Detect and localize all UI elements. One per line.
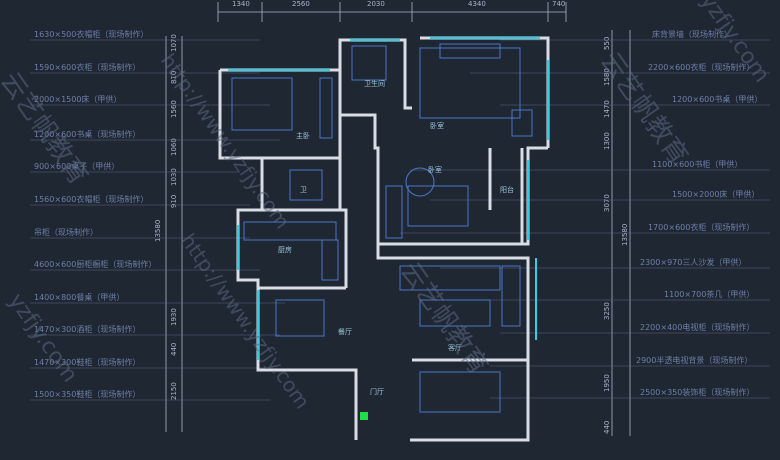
left-label-3: 2000×1500床（甲供） (34, 94, 121, 104)
windows (228, 37, 549, 360)
room-label-master-bedroom: 主卧 (296, 131, 310, 140)
room-label-bedroom-north: 卧室 (430, 121, 444, 130)
furniture (231, 43, 533, 413)
room-label-foyer: 门厅 (370, 387, 384, 396)
right-dimension-3: 1470 (603, 100, 611, 118)
right-label-11: 2500×350装饰柜（现场制作） (640, 387, 754, 397)
top-dimension-5: 740 (552, 0, 565, 8)
right-dimension-2: 1580 (603, 68, 611, 86)
top-dimension-2: 2560 (292, 0, 310, 8)
right-label-1: 床背景墙（现场制作） (652, 29, 732, 39)
top-dimension-1: 1340 (232, 0, 250, 8)
right-label-9: 2200×400电视柜（现场制作） (640, 322, 754, 332)
left-dimension-9: 2150 (170, 382, 178, 400)
room-label-balcony: 阳台 (500, 185, 514, 194)
left-label-4: 1200×600书桌（现场制作） (34, 129, 140, 139)
right-label-8: 1100×700茶几（甲供） (664, 289, 754, 299)
left-dimension-2: 810 (170, 71, 178, 84)
right-dimension-6: 3250 (603, 302, 611, 320)
left-dimension-8: 440 (170, 343, 178, 356)
watermark-domain-1: yzfjy.com (3, 289, 82, 387)
left-dimension-6: 910 (170, 195, 178, 208)
left-dimension-3: 1560 (170, 100, 178, 118)
watermark-domain-2: yzfjy.com (695, 0, 774, 87)
left-label-1: 1630×500衣帽柜（现场制作） (34, 29, 148, 39)
watermark-brand-3: 云艺帆教育 (394, 257, 493, 381)
room-label-living: 客厅 (448, 343, 462, 352)
top-dimension-3: 2030 (367, 0, 385, 8)
left-label-9: 1400×800餐桌（甲供） (34, 292, 124, 302)
left-label-5: 900×600桌子（甲供） (34, 161, 119, 171)
left-label-12: 1500×350鞋柜（现场制作） (34, 389, 140, 399)
right-label-2: 2200×600衣柜（现场制作） (648, 62, 754, 72)
right-dimension-total: 13580 (621, 224, 629, 246)
right-label-5: 1500×2000床（甲供） (672, 189, 759, 199)
right-label-4: 1100×600书柜（甲供） (652, 159, 742, 169)
right-label-3: 1200×600书桌（甲供） (672, 94, 762, 104)
left-label-11: 1470×300鞋柜（现场制作） (34, 357, 140, 367)
floor-plan-walls (218, 36, 550, 442)
left-dimension-7: 1930 (170, 308, 178, 326)
left-leader-lines (30, 39, 285, 401)
right-dimension-8: 440 (603, 421, 611, 434)
right-dimension-1: 550 (603, 37, 611, 50)
room-label-toilet: 卫 (300, 186, 307, 194)
room-label-bathroom: 卫生间 (364, 79, 385, 88)
right-dimension-5: 3070 (603, 194, 611, 212)
left-label-2: 1590×600衣柜（现场制作） (34, 62, 140, 72)
left-dimension-4: 1060 (170, 138, 178, 156)
room-label-bedroom-south: 卧室 (428, 165, 442, 174)
left-label-8: 4600×600厨柜橱柜（现场制作） (34, 259, 156, 269)
watermark-url-2: http://www.yzfjy.com (176, 229, 315, 413)
left-label-10: 1470×300酒柜（现场制作） (34, 324, 140, 334)
right-dimension-4: 1300 (603, 132, 611, 150)
left-label-7: 吊柜（现场制作） (34, 227, 98, 237)
room-label-kitchen: 厨房 (278, 245, 292, 254)
entrance-marker (360, 412, 368, 420)
room-label-dining: 餐厅 (338, 327, 352, 336)
left-label-6: 1560×600衣帽柜（现场制作） (34, 194, 148, 204)
left-dimension-5: 1030 (170, 168, 178, 186)
left-dimension-1: 1070 (170, 34, 178, 52)
left-dimension-line (165, 36, 183, 432)
top-dimension-line (217, 2, 567, 22)
right-label-6: 1700×600衣柜（现场制作） (648, 222, 754, 232)
top-dimension-4: 4340 (468, 0, 486, 8)
left-dimension-total: 13580 (154, 220, 162, 242)
right-dimension-7: 1950 (603, 374, 611, 392)
right-label-10: 2900半透电视背景（现场制作） (636, 355, 752, 365)
right-leader-lines (400, 39, 770, 399)
right-label-7: 2300×970三人沙发（甲供） (640, 257, 746, 267)
